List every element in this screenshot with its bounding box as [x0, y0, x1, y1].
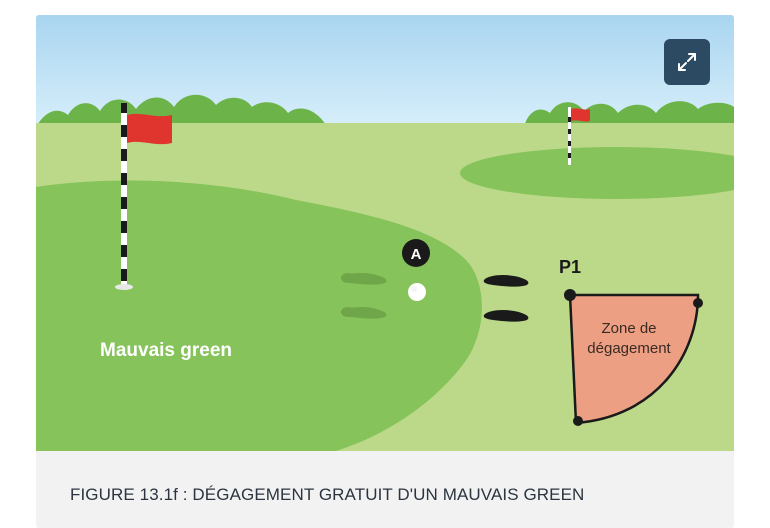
- p1-label: P1: [559, 257, 581, 277]
- trees-right: [524, 101, 734, 129]
- trees-left: [36, 94, 326, 129]
- expand-button[interactable]: [664, 39, 710, 85]
- correct-green: [460, 147, 734, 199]
- figure-caption: FIGURE 13.1f : DÉGAGEMENT GRATUIT D'UN M…: [70, 485, 585, 504]
- relief-diagram: A Mauvais green P1 Zone de dégagement: [36, 15, 734, 451]
- zone-corner-top: [693, 298, 703, 308]
- golf-ball: [408, 283, 426, 301]
- zone-corner-bottom: [573, 416, 583, 426]
- figure-card: A Mauvais green P1 Zone de dégagement FI…: [36, 15, 734, 528]
- expand-icon: [678, 53, 696, 71]
- wrong-green-label: Mauvais green: [100, 340, 232, 361]
- caption-bar: FIGURE 13.1f : DÉGAGEMENT GRATUIT D'UN M…: [36, 451, 734, 528]
- flag-left: [127, 113, 172, 145]
- zone-label-line1: Zone de: [601, 320, 656, 337]
- flagstick-right: [568, 107, 590, 165]
- flagstick-left: [115, 103, 172, 290]
- diagram-svg: A Mauvais green P1 Zone de dégagement: [36, 15, 734, 451]
- flag-right: [571, 108, 590, 122]
- reference-point-p1: [564, 289, 576, 301]
- zone-label-line2: dégagement: [587, 340, 671, 357]
- footprints-green: [341, 273, 387, 319]
- point-a-marker: [402, 239, 430, 267]
- footprints-fairway: [483, 275, 529, 322]
- relief-zone: [568, 293, 700, 425]
- wrong-green: [36, 180, 482, 451]
- point-a-label: A: [411, 246, 422, 263]
